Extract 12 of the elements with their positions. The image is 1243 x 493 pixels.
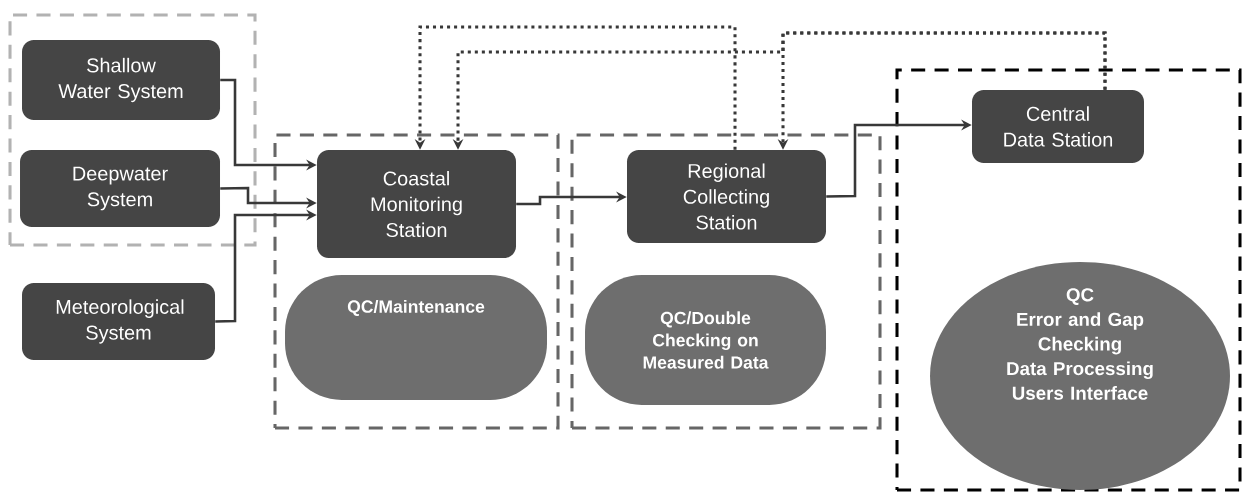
qc-pill: QC/Maintenance [285, 275, 547, 400]
process-box: Central Data Station [972, 90, 1144, 163]
group-frame [570, 133, 882, 430]
group-frame [273, 133, 560, 430]
group-frame [8, 13, 257, 247]
group-frame [895, 68, 1242, 492]
process-box: Deepwater System [20, 150, 220, 227]
process-box: Shallow Water System [22, 40, 220, 120]
process-box: Coastal Monitoring Station [317, 150, 516, 258]
process-box: Regional Collecting Station [627, 150, 826, 243]
qc-pill: QC/Double Checking on Measured Data [585, 275, 826, 405]
process-box: Meteorological System [22, 283, 215, 360]
